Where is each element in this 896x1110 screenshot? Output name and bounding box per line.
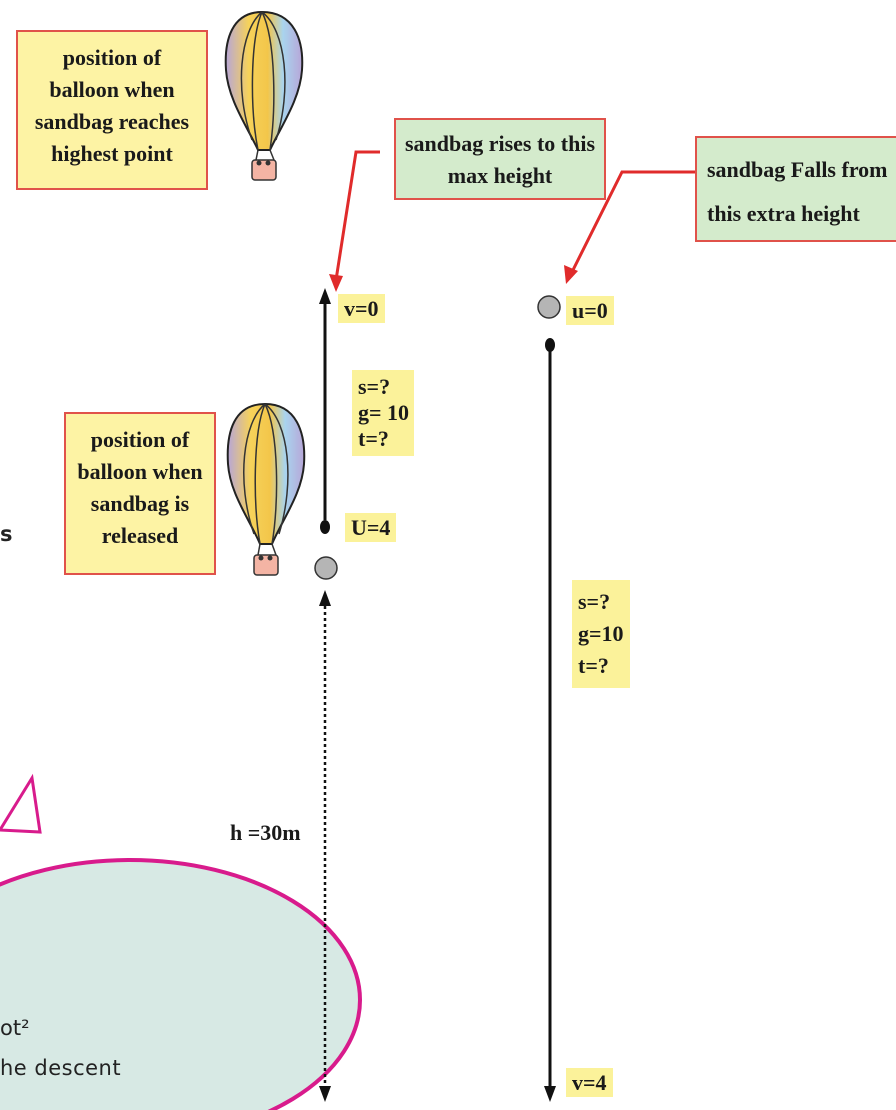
fall-end-value: v=4	[566, 1068, 613, 1098]
rise-pointer-arrowhead	[329, 274, 343, 292]
balloon-top-line-3: sandbag reaches	[34, 109, 190, 134]
rise-note: sandbag rises to this max height	[394, 118, 606, 200]
edge-text-s: s	[0, 522, 13, 546]
rise-top-value: v=0	[338, 294, 385, 324]
height-arrowhead-up	[319, 590, 331, 606]
rise-param-g: g= 10	[358, 400, 410, 425]
fall-param-t: t=?	[578, 653, 609, 678]
balloon-bottom-line-4: released	[101, 523, 179, 548]
fall-note: sandbag Falls from this extra height	[695, 136, 896, 242]
bubble-formula-text: ot²	[0, 1016, 30, 1040]
balloon-bottom-line-2: balloon when	[77, 459, 203, 484]
fall-pointer-line	[570, 170, 695, 273]
speech-bubble	[0, 858, 362, 1110]
fall-params: s=? g=10 t=?	[572, 580, 630, 688]
rise-start-value: U=4	[345, 513, 397, 543]
balloon-top-icon	[224, 10, 304, 181]
bubble-descent-text: he descent	[0, 1056, 122, 1080]
warning-triangle	[0, 773, 42, 834]
height-arrowhead-down	[319, 1086, 331, 1102]
rise-note-line-2: max height	[447, 163, 553, 188]
rise-params: s=? g= 10 t=?	[352, 370, 414, 456]
balloon-bottom-line-1: position of	[90, 427, 190, 452]
balloon-top-line-2: balloon when	[49, 77, 175, 102]
rise-start-dot	[320, 520, 330, 534]
rise-pointer-line	[334, 150, 380, 281]
fall-note-line-1: sandbag Falls from	[707, 157, 888, 182]
fall-top-value: u=0	[566, 296, 614, 326]
height-label: h =30m	[230, 820, 301, 845]
rise-note-line-1: sandbag rises to this	[404, 131, 596, 156]
balloon-bottom-note: position of balloon when sandbag is rele…	[64, 412, 216, 575]
rise-arrowhead	[319, 288, 331, 304]
fall-arrowhead	[544, 1086, 556, 1102]
fall-param-s: s=?	[578, 589, 611, 614]
fall-pointer-arrowhead	[564, 265, 578, 284]
balloon-bottom-icon	[226, 402, 306, 576]
rise-param-s: s=?	[358, 374, 391, 399]
fall-note-line-2: this extra height	[707, 201, 860, 226]
fall-param-g: g=10	[578, 621, 624, 646]
fall-start-dot	[545, 338, 555, 352]
balloon-top-line-4: highest point	[51, 141, 173, 166]
sandbag-released	[314, 556, 338, 580]
rise-param-t: t=?	[358, 426, 389, 451]
balloon-bottom-line-3: sandbag is	[90, 491, 190, 516]
sandbag-highest	[537, 295, 561, 319]
balloon-top-line-1: position of	[62, 45, 162, 70]
balloon-top-note: position of balloon when sandbag reaches…	[16, 30, 208, 190]
